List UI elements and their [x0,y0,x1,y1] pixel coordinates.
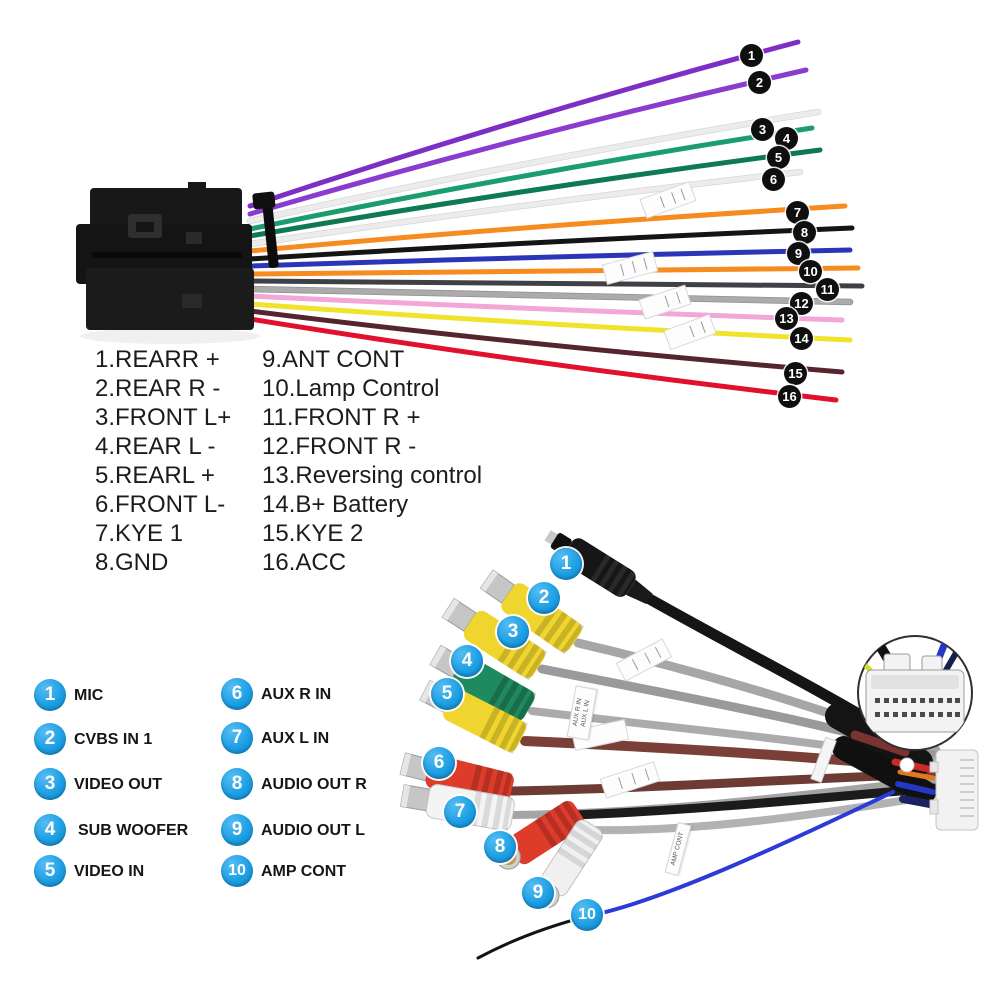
mic-jack-connector [544,530,653,604]
cable-bundle [810,703,949,811]
wire-badge-15: 15 [784,362,807,385]
wire-badge-2: 2 [748,71,771,94]
legend-badge-10: 10 [221,855,253,887]
wire-1 [247,39,801,209]
wire-3 [247,109,821,224]
wire-badge-6: 6 [762,168,785,191]
pin-label-3: 3.FRONT L+ [95,404,232,431]
connector-badge-6: 6 [423,747,455,779]
pin-label-6: 6.FRONT L- [95,491,226,518]
connector-badge-2: 2 [528,582,560,614]
legend-label-4: SUB WOOFER [78,822,189,839]
legend-label-6: AUX R IN [261,686,332,703]
legend-label-9: AUDIO OUT L [261,822,365,839]
connector-badge-3: 3 [497,616,529,648]
cable-tie [252,191,279,269]
legend-badge-6: 6 [221,678,253,710]
legend-badge-3-number: 3 [34,768,66,800]
connector-badge-8: 8 [484,831,516,863]
legend-label-8: AUDIO OUT R [261,776,367,793]
connector-inset [857,635,973,751]
wire-6 [247,169,803,247]
pin-label-2: 2.REAR R - [95,375,221,402]
legend-label-3: VIDEO OUT [74,776,163,793]
wire-5 [247,147,823,239]
wire-10-tip [476,914,590,960]
wire-13 [247,293,845,323]
connector-badge-4: 4 [451,645,483,677]
wire-14 [247,301,853,343]
wire-9 [247,247,853,269]
top-harness-wires [246,39,865,403]
wire-badge-9: 9 [787,242,810,265]
legend-label-1: MIC [74,687,104,704]
pin-label-1: 1.REARR + [95,346,220,373]
pin-label-15: 15.KYE 2 [262,520,364,547]
wire-tag [570,638,673,799]
pin-label-9: 9.ANT CONT [262,346,405,373]
pin-label-5: 5.REARL + [95,462,215,489]
legend-badge-8: 8 [221,768,253,800]
wire-badge-11: 11 [816,278,839,301]
white-plug-connector [929,749,979,831]
wire-badge-4: 4 [775,127,798,150]
wire-8 [247,225,855,262]
wire-4 [247,125,815,232]
cable-9 [585,792,936,835]
wire-badge-13: 13 [775,307,798,330]
pin-label-14: 14.B+ Battery [262,491,409,518]
pin-label-11: 11.FRONT R + [262,404,421,431]
wire-badge-1: 1 [740,44,763,67]
wire-badge-3: 3 [751,118,774,141]
wire-12 [247,286,853,305]
legend-badge-2: 2 [34,723,66,755]
pin-label-12: 12.FRONT R - [262,433,417,460]
pin-label-10: 10.Lamp Control [262,375,440,402]
pin-label-7: 7.KYE 1 [95,520,184,547]
wire-badge-7: 7 [786,201,809,224]
wire-badge-12: 12 [790,292,813,315]
connector-badge-1: 1 [550,548,582,580]
legend-label-7: AUX L IN [261,730,330,747]
legend-label-2: CVBS IN 1 [74,731,153,748]
legend-label-5: VIDEO IN [74,863,145,880]
iso-connector [76,182,260,344]
connector-badge-10: 10 [571,899,603,931]
legend-label-10: AMP CONT [261,863,347,880]
pin-label-4: 4.REAR L - [95,433,216,460]
connector-badge-9: 9 [522,877,554,909]
wire-7 [247,203,848,254]
cable-8 [569,783,939,820]
connector-badge-5: 5 [431,678,463,710]
wire-badge-8: 8 [793,221,816,244]
wire-11 [247,278,865,289]
legend-badge-9: 9 [221,814,253,846]
wire-tag [601,181,717,351]
pin-label-16: 16.ACC [262,549,347,576]
legend-badge-1: 1 [34,679,66,711]
legend-badge-4: 4 [34,814,66,846]
wire-15 [247,308,845,375]
wire-badge-14: 14 [790,327,813,350]
wire-16 [247,316,839,403]
wire-badge-10: 10 [799,260,822,283]
wire-badge-5: 5 [767,146,790,169]
legend-badge-7: 7 [221,722,253,754]
pin-label-13: 13.Reversing control [262,462,483,489]
connector-badge-7: 7 [444,796,476,828]
legend-badge-5: 5 [34,855,66,887]
wire-10 [247,265,861,277]
pin-label-8: 8.GND [95,549,169,576]
wire-badge-16: 16 [778,385,801,408]
wire-2 [247,67,809,217]
wire-10-blue [586,790,895,918]
rca-connector-2 [479,569,585,655]
